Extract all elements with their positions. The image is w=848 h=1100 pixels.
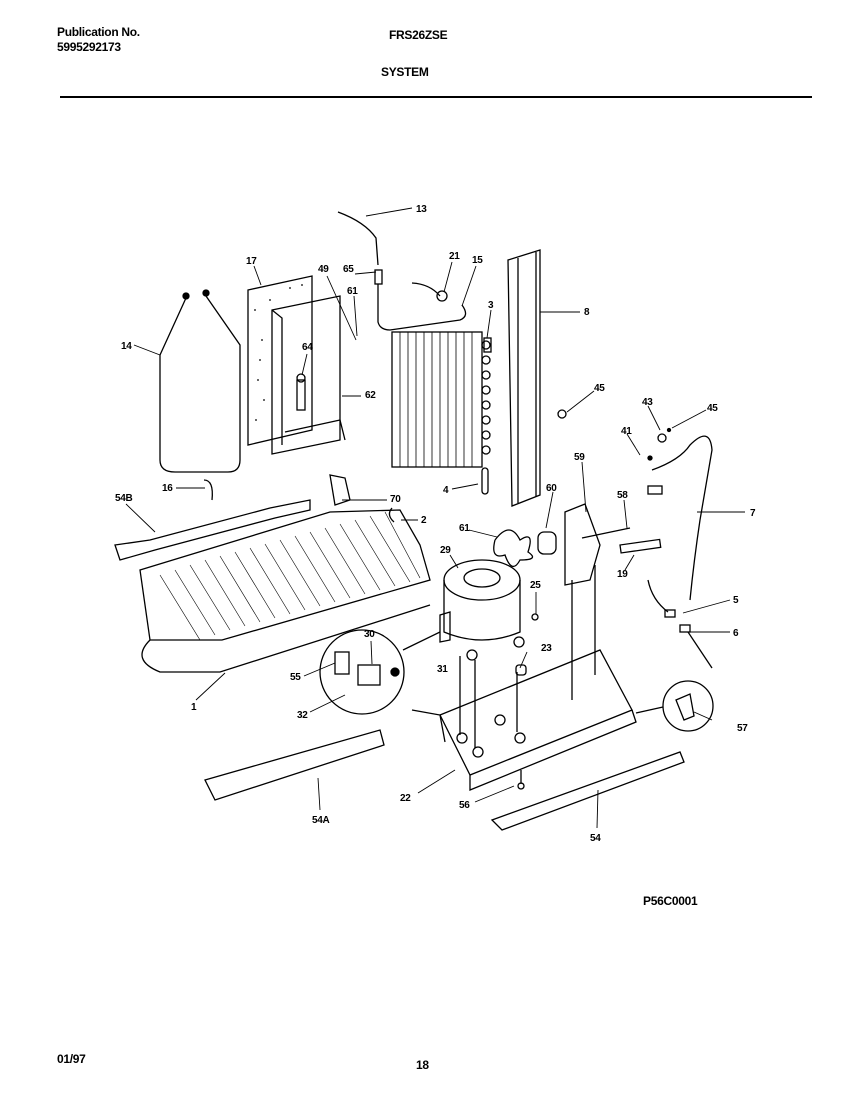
detail-callout-circle — [319, 629, 405, 715]
part-29-compressor — [439, 559, 525, 661]
callout-64: 64 — [302, 342, 313, 353]
callout-70: 70 — [390, 494, 401, 505]
part-3-clip — [483, 337, 492, 353]
detail-callout-57 — [662, 680, 714, 732]
callout-65: 65 — [343, 264, 354, 275]
part-70-bracket — [329, 474, 351, 506]
callout-22: 22 — [400, 793, 411, 804]
callout-7: 7 — [750, 508, 756, 519]
callout-61b: 61 — [459, 523, 470, 534]
part-17-insulation — [247, 275, 313, 446]
callout-32: 32 — [297, 710, 308, 721]
callout-54: 54 — [590, 833, 601, 844]
callout-8: 8 — [584, 307, 590, 318]
part-1-condenser — [139, 509, 431, 673]
part-45-screw — [557, 409, 567, 419]
callout-43: 43 — [642, 397, 653, 408]
callout-19: 19 — [617, 569, 628, 580]
header-divider — [60, 96, 812, 98]
callout-55: 55 — [290, 672, 301, 683]
callout-5: 5 — [733, 595, 739, 606]
part-62-duct — [271, 295, 346, 455]
part-16-clip — [203, 479, 213, 501]
part-2-clip — [388, 507, 395, 523]
callout-1: 1 — [191, 702, 197, 713]
callout-49: 49 — [318, 264, 329, 275]
publication-number: 5995292173 — [57, 40, 121, 54]
callout-59: 59 — [574, 452, 585, 463]
part-54a-bracket — [204, 729, 385, 801]
callout-45a: 45 — [594, 383, 605, 394]
callout-6: 6 — [733, 628, 739, 639]
part-15-evaporator — [391, 331, 491, 468]
callout-61a: 61 — [347, 286, 358, 297]
footer-date: 01/97 — [57, 1052, 86, 1066]
publication-label: Publication No. — [57, 25, 140, 39]
fan-assembly — [493, 503, 631, 586]
callout-13: 13 — [416, 204, 427, 215]
part-13-tube — [337, 211, 467, 331]
model-number: FRS26ZSE — [389, 28, 448, 42]
callout-62: 62 — [365, 390, 376, 401]
callout-41: 41 — [621, 426, 632, 437]
callout-60: 60 — [546, 483, 557, 494]
callout-54a: 54A — [312, 815, 330, 826]
callout-29: 29 — [440, 545, 451, 556]
callout-16: 16 — [162, 483, 173, 494]
part-54-bracket — [490, 751, 685, 831]
callout-58: 58 — [617, 490, 628, 501]
callout-31: 31 — [437, 664, 448, 675]
callout-4: 4 — [443, 485, 449, 496]
callout-54b: 54B — [115, 493, 133, 504]
callout-17: 17 — [246, 256, 257, 267]
callout-21: 21 — [449, 251, 460, 262]
callout-3: 3 — [488, 300, 494, 311]
part-14-wire-harness — [159, 289, 241, 473]
callout-45b: 45 — [707, 403, 718, 414]
part-54b-bracket — [114, 499, 311, 561]
callout-23: 23 — [541, 643, 552, 654]
part-22-base-pan — [411, 565, 637, 791]
part-21-clip — [411, 282, 441, 297]
callout-56: 56 — [459, 800, 470, 811]
part-19-sleeve — [619, 538, 662, 554]
callout-14: 14 — [121, 341, 132, 352]
page-number: 18 — [416, 1058, 429, 1072]
callout-15: 15 — [472, 255, 483, 266]
callout-2: 2 — [421, 515, 427, 526]
part-4-drier — [481, 467, 489, 495]
callout-25: 25 — [530, 580, 541, 591]
figure-code: P56C0001 — [643, 894, 698, 908]
callout-57: 57 — [737, 723, 748, 734]
part-7-harness — [651, 435, 713, 601]
callout-30: 30 — [364, 629, 375, 640]
part-8-channel — [507, 249, 541, 507]
section-title: SYSTEM — [381, 65, 429, 79]
